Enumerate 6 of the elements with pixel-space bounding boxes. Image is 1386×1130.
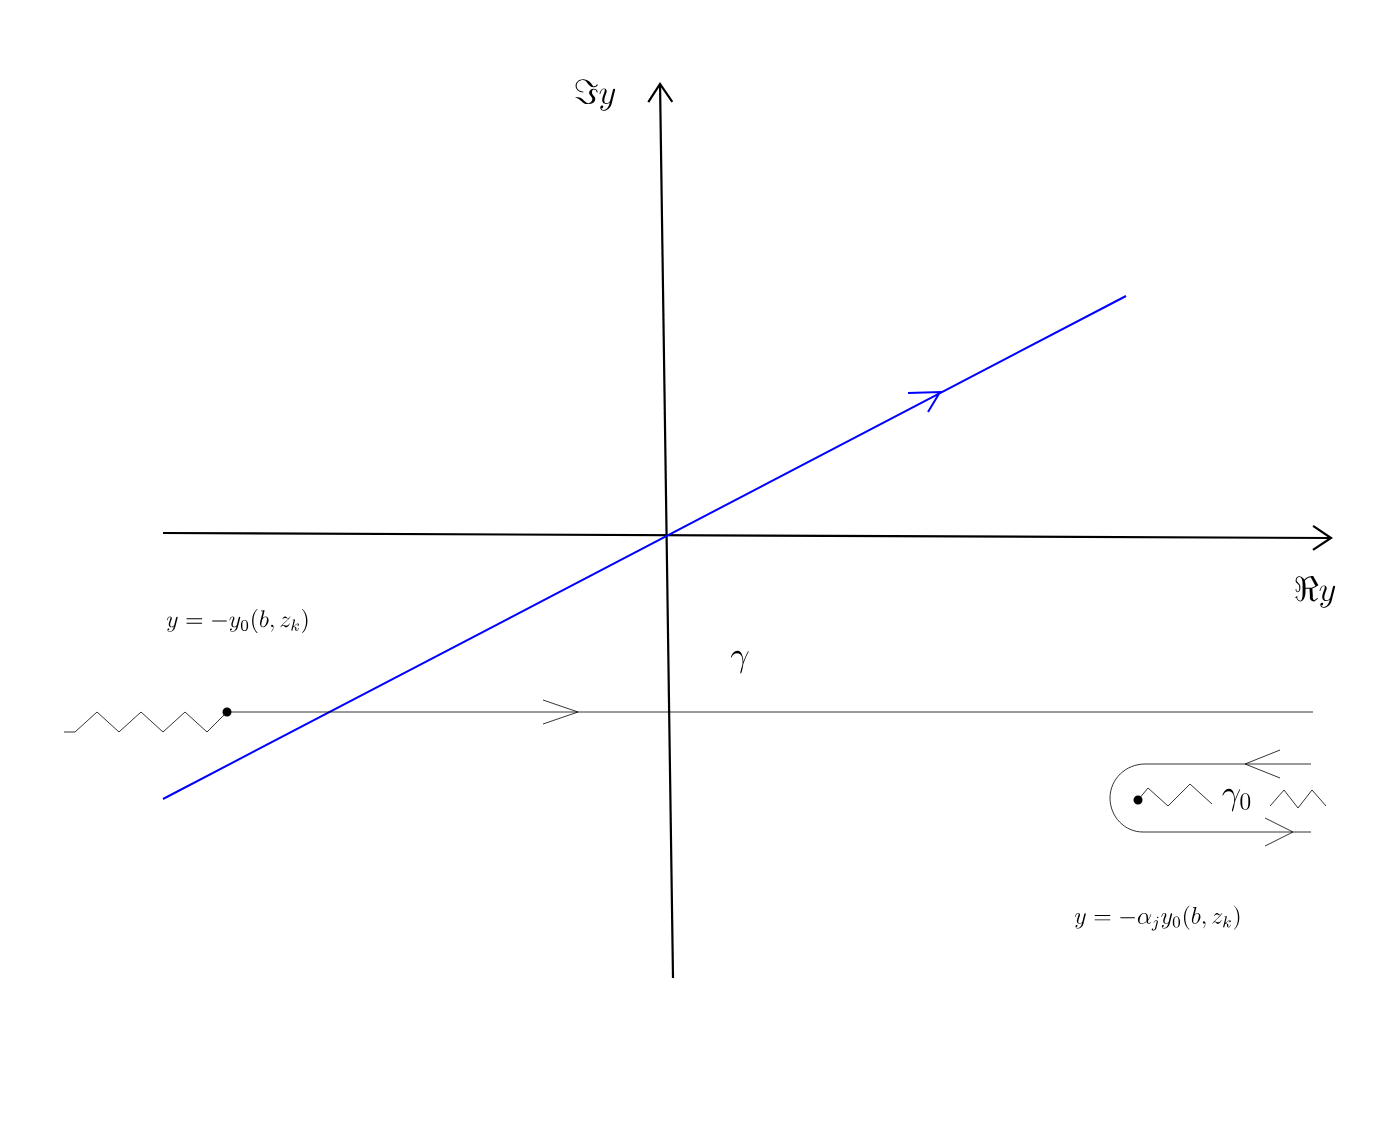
axis-label: $\Im y$ [571,77,619,113]
formula-label: $y = -\alpha_j y_0(b, z_k)$ [1072,903,1244,933]
contour-label: $\gamma$ [728,649,752,675]
contour-label: $\gamma_0$ [1219,787,1255,813]
axis-label: $\Re y$ [1291,574,1339,610]
formula-label: $y = -y_0(b, z_k)$ [164,607,312,635]
